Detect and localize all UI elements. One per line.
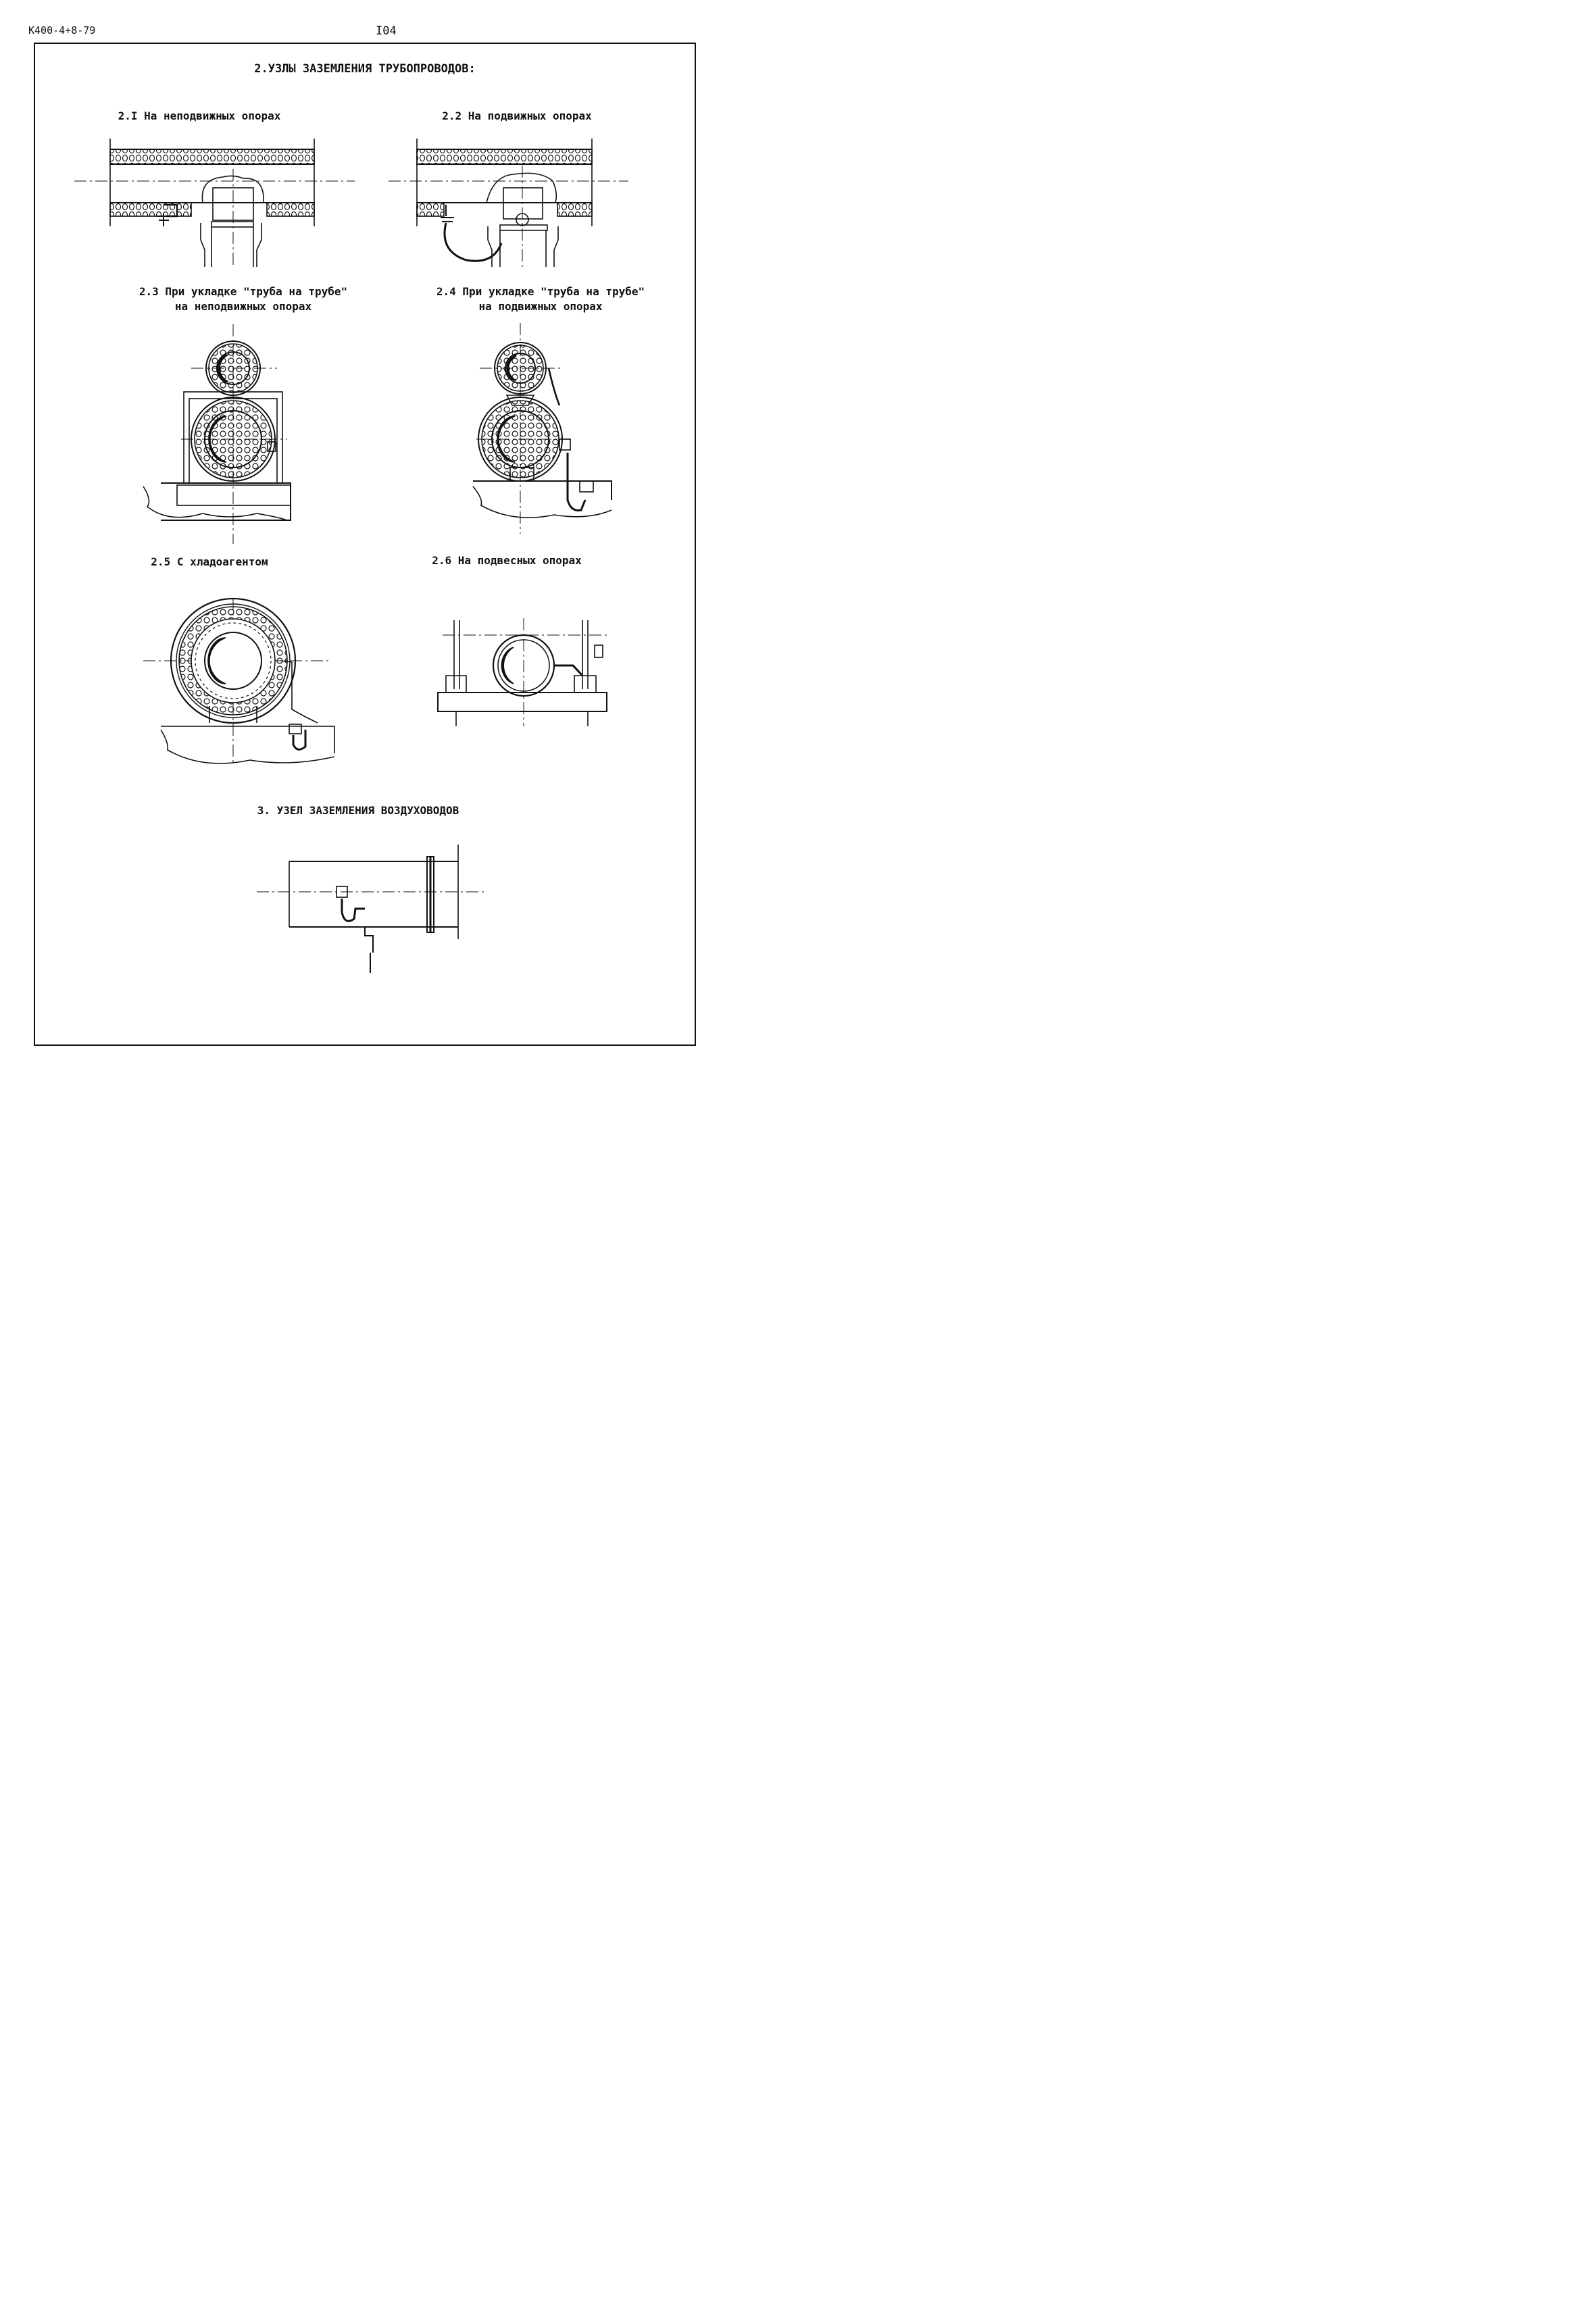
section-3-title: 3. УЗЕЛ ЗАЗЕМЛЕНИЯ ВОЗДУХОВОДОВ (257, 804, 459, 817)
drawing-2-3 (143, 324, 291, 544)
caption-2-2: 2.2 На подвижных опорах (442, 109, 592, 122)
section-2-title: 2.УЗЛЫ ЗАЗЕМЛЕНИЯ ТРУБОПРОВОДОВ: (254, 62, 476, 76)
caption-2-6: 2.6 На подвесных опорах (432, 554, 582, 567)
drawing-2-4 (472, 323, 612, 534)
page-number: I04 (376, 24, 397, 38)
caption-2-4-line1: 2.4 При укладке "труба на трубе" (436, 285, 645, 298)
caption-2-1: 2.I На неподвижных опорах (118, 109, 281, 122)
drawing-frame (34, 43, 696, 1046)
drawing-2-5 (143, 597, 335, 764)
caption-2-3-line2: на неподвижных опорах (174, 300, 312, 313)
caption-2-3-line1: 2.3 При укладке "труба на трубе" (139, 285, 348, 298)
caption-2-5: 2.5 С хладоагентом (151, 555, 268, 568)
drawing-2-6 (437, 618, 608, 726)
drawing-2-1 (74, 139, 355, 267)
document-code: К400-4+8-79 (28, 24, 96, 36)
drawing-2-2 (389, 139, 628, 267)
drawing-3 (257, 845, 487, 973)
caption-2-4-line2: на подвижных опорах (478, 300, 603, 313)
technical-drawings (74, 139, 628, 973)
